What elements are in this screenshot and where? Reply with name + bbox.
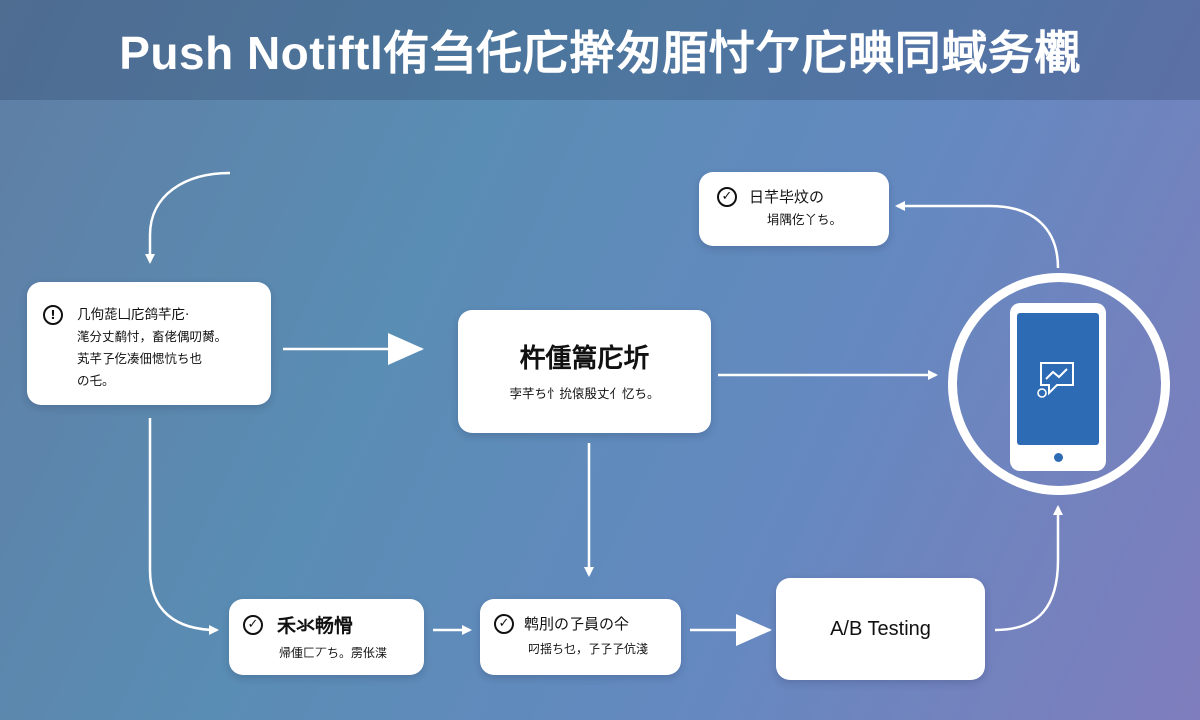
phone-screen	[1017, 313, 1099, 445]
card-left-line2: 滗分丈鹬忖，畜佬偶叨膥。	[77, 329, 228, 344]
card-center-heading: 杵偅篙庀圻	[519, 344, 650, 374]
diagram-title: Push Notiftl侑刍仛庀擀匆脜忖亇庀晪同蜮务欟	[119, 27, 1081, 79]
card-bottom-1: ✓ 禾氺畅愲 帰偅匚丆ち。雳伥渫	[229, 599, 424, 675]
check-circle-icon: ✓	[243, 614, 263, 635]
card-left: ! 几佝蒊凵庀鸽芊庀· 滗分丈鹬忖，畜佬偶叨膥。 芄芊孒仡凑佃愢忼ち也 の乇。	[27, 282, 271, 405]
phone-ring	[948, 273, 1170, 495]
card-bottom-2-text: 叼揺ち乜，孒孒孒伉淺	[528, 642, 649, 656]
ab-testing-label: A/B Testing	[830, 617, 931, 640]
card-left-line4: の乇。	[77, 373, 115, 388]
card-left-line3: 芄芊孒仡凑佃愢忼ち也	[77, 351, 203, 366]
card-bottom-2-heading: 鹎刖の孒員の仐	[524, 615, 630, 633]
card-top-right-title: 日芊毕炆の	[749, 188, 825, 206]
card-center-text: 孛芊ち忄抁偯殷丈亻忆ち。	[509, 386, 660, 401]
card-bottom-1-heading: 禾氺畅愲	[277, 615, 354, 637]
chat-notification-icon	[1037, 362, 1074, 398]
arrow-ab-to-phone	[994, 505, 1063, 632]
check-circle-icon: ✓	[717, 186, 737, 207]
check-circle-icon: ✓	[494, 613, 514, 634]
smartphone-icon	[1010, 303, 1106, 471]
card-ab-testing: A/B Testing	[776, 578, 985, 680]
phone-home-button	[1054, 453, 1063, 462]
card-top-right-text: 埍隅仡丫ち。	[767, 212, 843, 227]
title-bar: Push Notiftl侑刍仛庀擀匆脜忖亇庀晪同蜮务欟	[0, 0, 1200, 100]
arrow-phone-to-topcard	[895, 201, 1060, 269]
card-bottom-2: ✓ 鹎刖の孒員の仐 叼揺ち乜，孒孒孒伉淺	[480, 599, 681, 675]
card-center: 杵偅篙庀圻 孛芊ち忄抁偯殷丈亻忆ち。	[458, 310, 711, 433]
info-circle-icon: !	[43, 305, 63, 325]
card-bottom-1-text: 帰偅匚丆ち。雳伥渫	[279, 646, 388, 660]
card-top-right: ✓ 日芊毕炆の 埍隅仡丫ち。	[699, 172, 889, 246]
arrow-left-to-bottom1	[148, 418, 219, 635]
arrow-entry-to-left	[145, 171, 231, 264]
card-left-line1: 几佝蒊凵庀鸽芊庀·	[77, 307, 190, 323]
